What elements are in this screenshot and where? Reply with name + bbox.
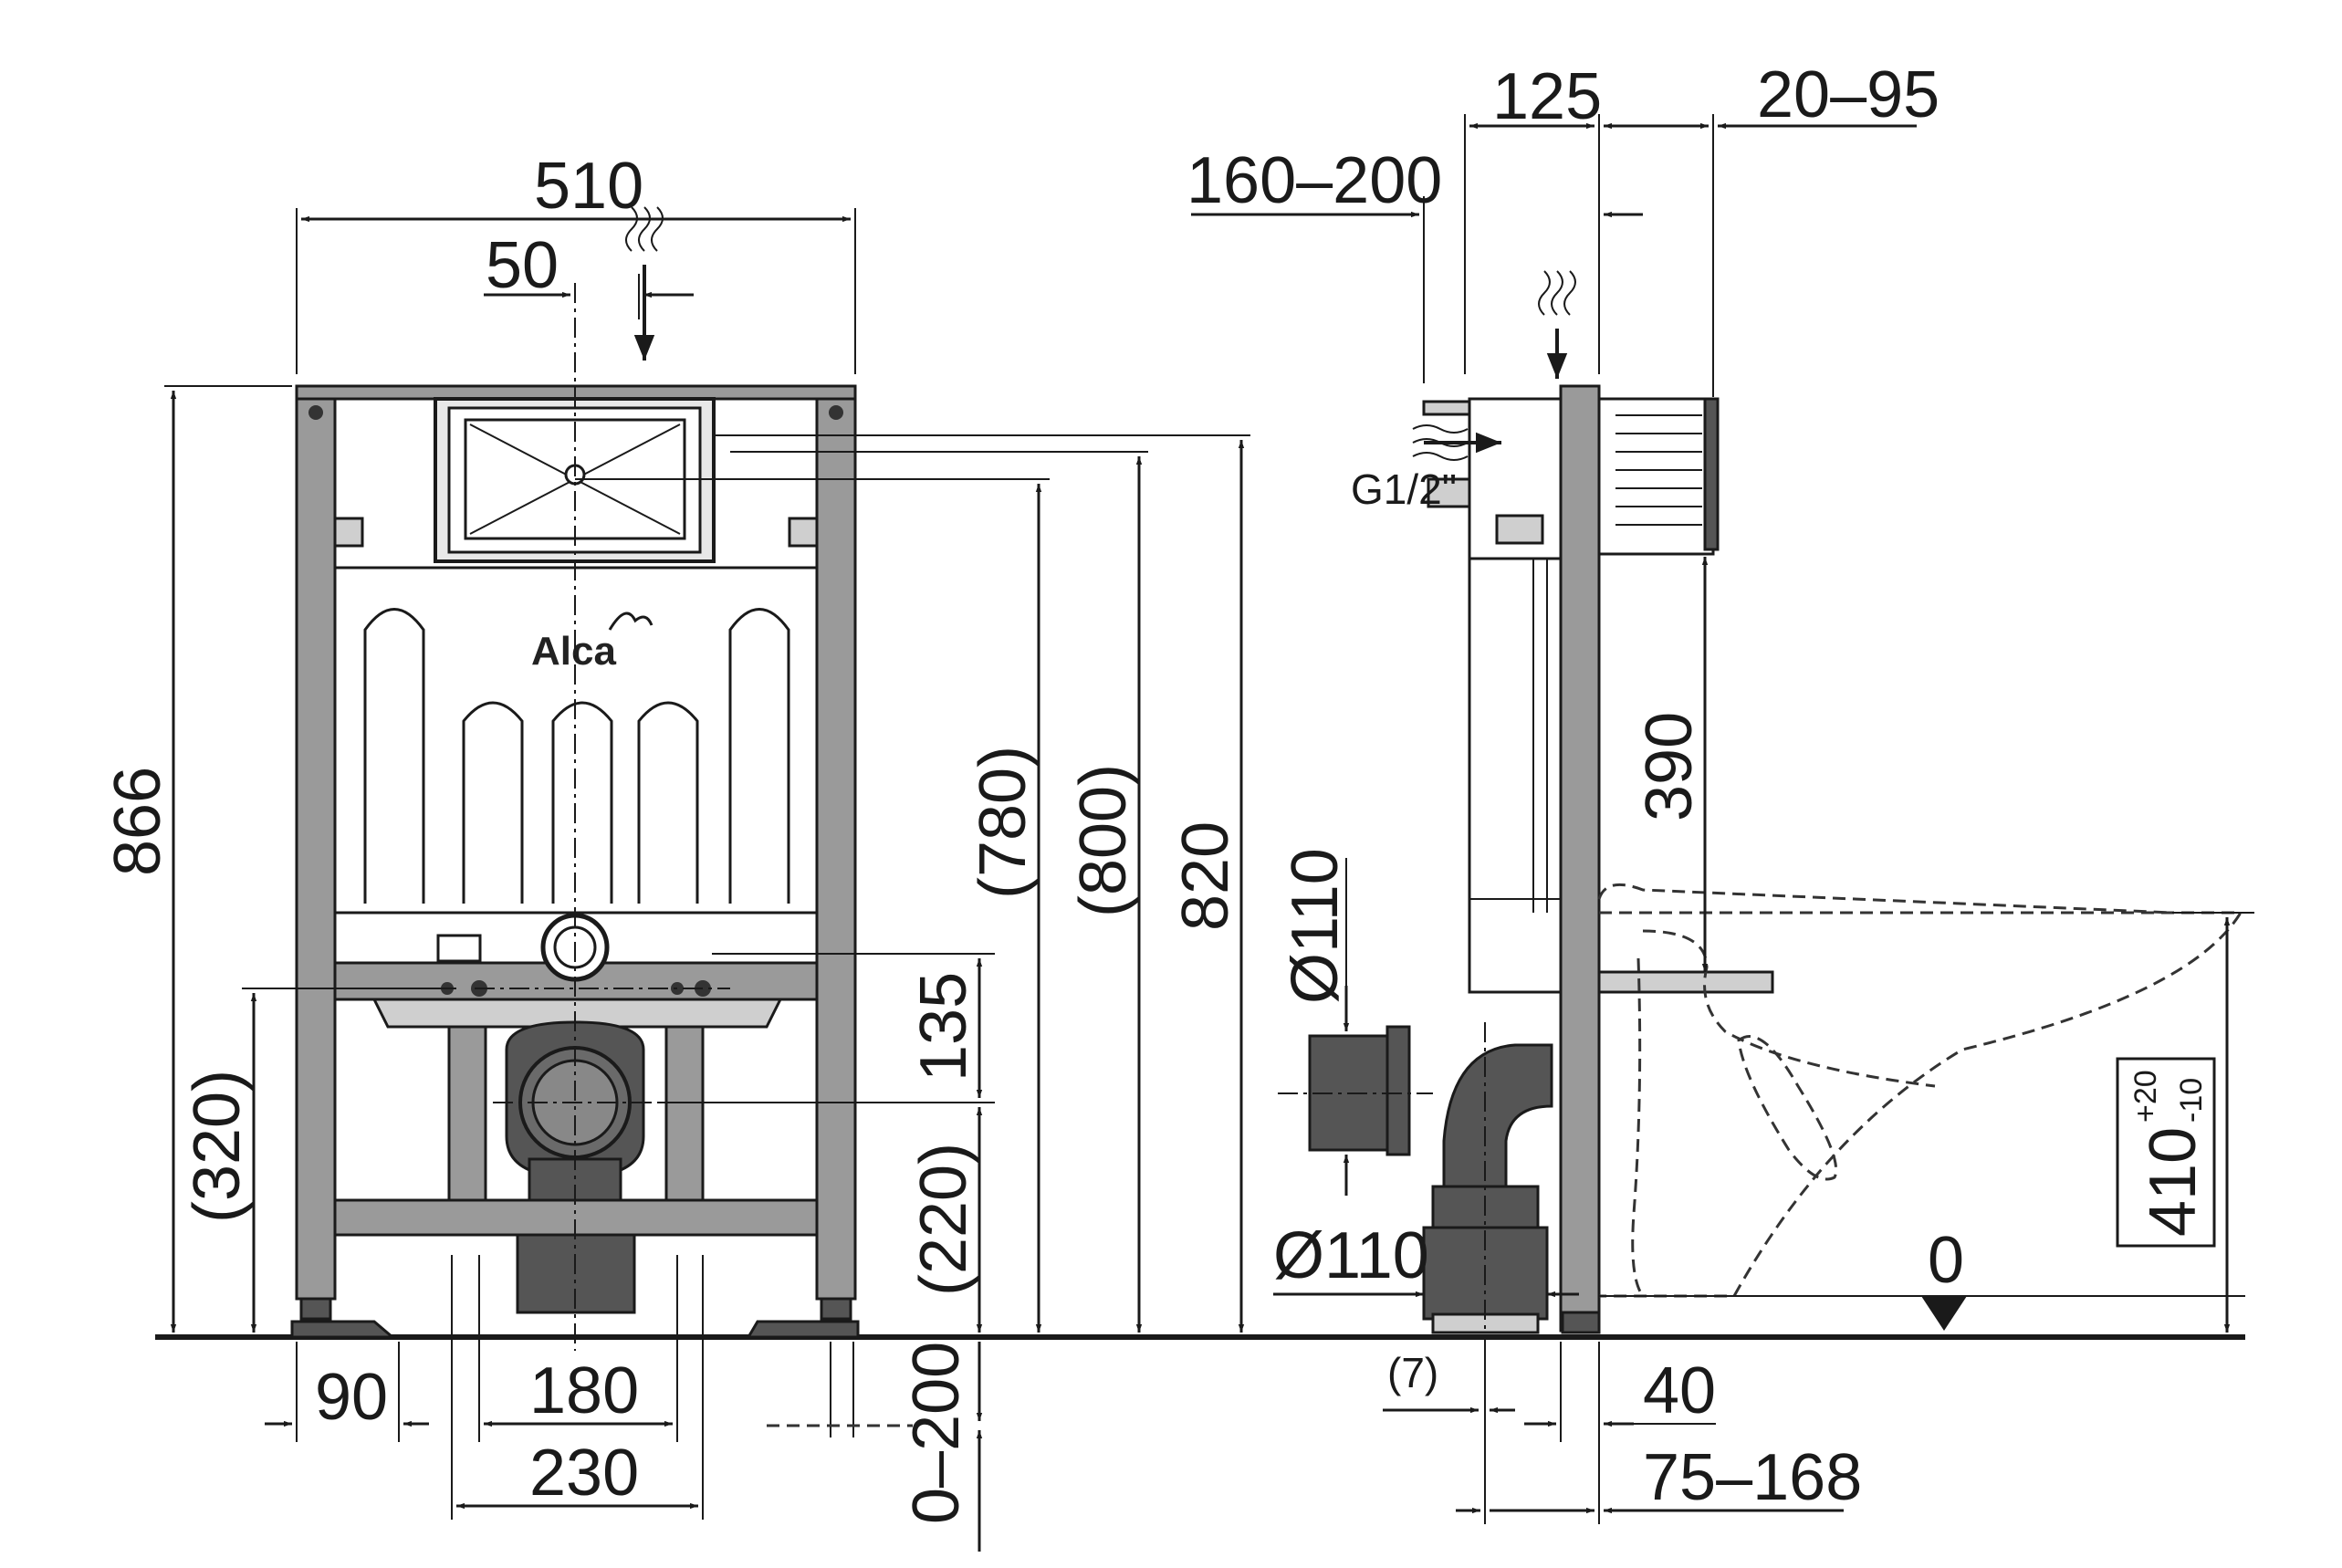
dim-tolerance-minus: -10 (2174, 1078, 2209, 1123)
dim-depth-20-95: 20–95 (1757, 58, 1939, 131)
dim-height-800: (800) (1067, 764, 1140, 917)
dim-spacing-180: 180 (529, 1354, 639, 1427)
dim-offset-40: 40 (1643, 1354, 1716, 1427)
dim-height-135: 135 (907, 972, 980, 1082)
brand-logo: Alca (531, 629, 616, 674)
dim-spacing-230: 230 (529, 1437, 639, 1510)
dim-height-866: 866 (101, 767, 174, 876)
dim-width-510: 510 (534, 150, 643, 223)
dim-offset-7: (7) (1387, 1349, 1438, 1396)
dim-adjust-0-200: 0–200 (900, 1342, 973, 1524)
dim-height-820: 820 (1169, 821, 1242, 931)
dim-height-390: 390 (1633, 712, 1706, 821)
thread-size-label: G1/2" (1351, 465, 1457, 513)
wall-bracket (1597, 397, 1715, 556)
dim-foot-90: 90 (315, 1361, 388, 1434)
dim-diameter-110-bottom: Ø110 (1273, 1219, 1429, 1292)
side-dimensions: 125 20–95 160–200 G1/2" 390 Ø110 Ø110 (7… (1187, 58, 2254, 1524)
flush-bend (1442, 1043, 1553, 1197)
seat-height-box (2116, 1057, 2216, 1248)
foot-left (299, 1297, 332, 1321)
toilet-outline (1599, 911, 2243, 1298)
dim-seat-height-410: 410 (2137, 1127, 2210, 1237)
side-frame-post (1559, 384, 1601, 1333)
dim-diameter-110-top: Ø110 (1279, 848, 1352, 1004)
frame-post-right (815, 384, 857, 1301)
front-dimensions: 510 50 866 820 (800) (780) (320) (101, 150, 1250, 1552)
dim-tolerance-plus: +20 (2128, 1070, 2163, 1123)
dim-range-75-168: 75–168 (1643, 1441, 1862, 1514)
dim-height-220: (220) (907, 1143, 980, 1296)
front-view: Alca (290, 283, 860, 1351)
foot-right (820, 1297, 852, 1321)
frame-post-left (295, 384, 337, 1301)
dim-depth-125: 125 (1492, 60, 1602, 133)
dim-height-320: (320) (181, 1070, 254, 1223)
dim-depth-160-200: 160–200 (1187, 144, 1442, 217)
dim-offset-50: 50 (486, 229, 559, 302)
floor-zero-label: 0 (1928, 1224, 1964, 1297)
dim-height-780: (780) (967, 746, 1040, 899)
side-view: 0 (1278, 270, 2245, 1351)
